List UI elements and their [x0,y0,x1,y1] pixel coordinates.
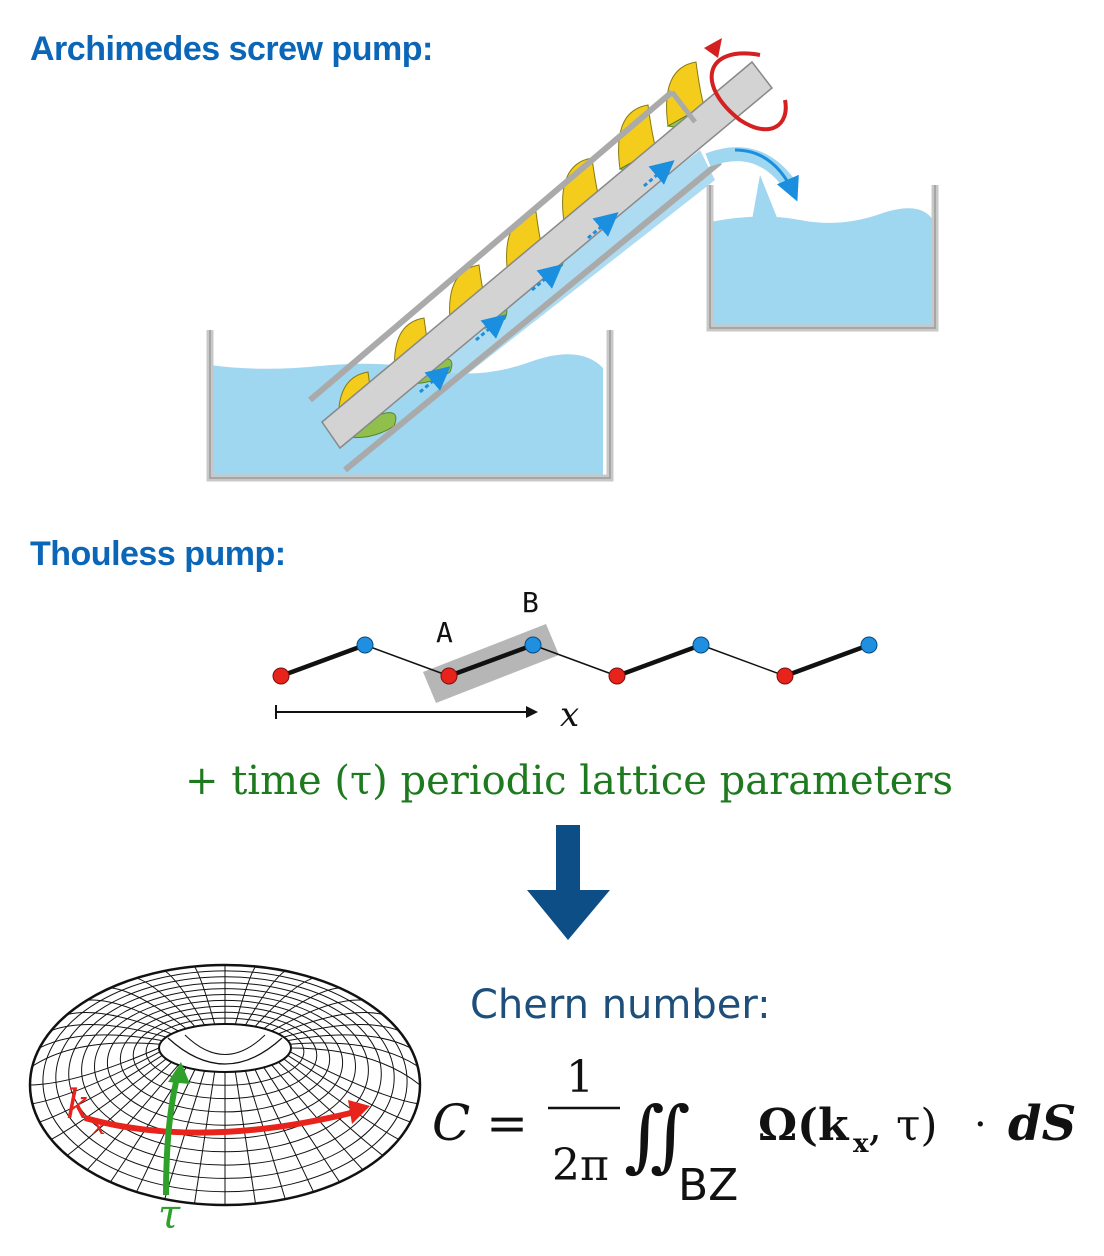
flow-arrow [643,160,675,188]
site-label-b: B [522,586,539,619]
down-arrow [527,825,610,940]
x-axis-arrowhead [526,706,538,718]
torus-meridian-line [39,1034,163,1049]
site-a [776,667,794,685]
torus-meridian-line [263,987,340,1029]
tube-wall-bottom [343,159,722,473]
lattice-bonds [280,642,870,679]
torus-meridian-line [254,977,314,1027]
flow-arrow [475,314,507,342]
upper-tank-water [710,208,933,325]
flow-arrow [419,366,451,394]
upper-tank [706,185,939,332]
kx-arrow [84,1109,356,1136]
site-a [440,667,458,685]
rotation-arrow [709,51,788,132]
inter-cell-bond [364,644,450,677]
dot-operator: · [974,1102,987,1148]
formula-denominator: 2π [552,1140,609,1191]
periodic-parameters-note: + time (τ) periodic lattice parameters [185,758,954,804]
site-label-a: A [436,616,453,649]
site-a [608,667,626,685]
integral-domain: BZ [678,1160,738,1211]
intra-cell-bond [616,642,702,679]
torus-mesh [30,965,420,1205]
tau-arrowhead [168,1062,190,1084]
torus-meridian-line [283,1024,399,1038]
surface-element: dS [1008,1096,1076,1152]
intra-cell-bond [280,642,366,679]
site-a [272,667,290,685]
torus-meridian-line [271,999,363,1032]
formula-numerator: 1 [566,1052,594,1103]
chern-number-label: Chern number: [470,982,771,1028]
torus-meridian-line [136,1069,196,1193]
lattice-sites [272,636,878,685]
chern-formula: C = 1 2π ∬ BZ Ω(k x , τ) · dS [432,1052,1076,1211]
tau-arrow [163,1073,181,1196]
tau-label: τ [158,1192,181,1238]
kx-subscript: x [92,1112,106,1140]
torus-meridian-line [51,1024,167,1038]
rotation-arrowhead [704,38,722,58]
torus-meridian-line [278,1012,383,1035]
torus-meridian-line [254,1069,314,1193]
flow-arrow [587,212,619,240]
torus-meridian-line [87,999,179,1032]
torus-meridian-line [263,1067,341,1183]
inter-cell-bond [700,644,786,677]
torus-meridian-line [136,977,196,1027]
torus-meridian-line [290,1042,418,1067]
torus-meridian-line [51,1058,167,1140]
torus: k x τ [28,963,422,1238]
inter-cell-bond [532,644,618,677]
torus-meridian-line [287,1054,411,1123]
torus-meridian-line [194,966,216,1025]
torus-meridian-line [67,1012,172,1035]
torus-meridian-line [164,970,206,1026]
intra-cell-bond [448,642,534,679]
flow-arrows [419,160,675,394]
torus-meridian-line [32,1042,160,1067]
torus-meridian-line [244,970,286,1026]
torus-meridian-line [194,1071,216,1204]
site-b [524,636,542,654]
torus-meridian-line [39,1054,163,1123]
site-b [692,636,710,654]
integrand-rest: , τ) [868,1100,937,1151]
x-axis-label: x [560,695,579,735]
thouless-heading: Thouless pump: [30,535,286,573]
site-b [356,636,374,654]
torus-meridian-line [234,1071,256,1204]
kx-arrowhead [348,1100,370,1124]
lattice-chain: A B x [272,586,878,735]
torus-meridian-line [271,1064,364,1171]
double-integral: ∬ [624,1091,690,1181]
torus-meridian-line [290,1047,420,1086]
archimedes-heading: Archimedes screw pump: [30,30,433,68]
flow-arrow [531,264,563,292]
torus-meridian-line [32,1051,161,1105]
torus-meridian-line [30,1047,160,1086]
torus-hole [158,1023,292,1073]
intra-cell-bond [784,642,870,679]
site-b [860,636,878,654]
torus-meridian-line [66,1061,172,1156]
integrand: Ω(k [758,1100,850,1151]
screw-shaft [320,60,774,450]
torus-meridian-line [110,987,187,1029]
torus-meridian-line [234,966,256,1025]
kx-label: k [66,1082,90,1128]
archimedes-illustration [206,38,939,482]
torus-meridian-line [287,1034,411,1049]
formula-lhs: C = [432,1094,528,1152]
torus-meridian-line [244,1070,286,1200]
integrand-subscript: x [853,1129,869,1159]
outflow-arrow [734,148,799,202]
torus-meridian-line [289,1051,418,1105]
tube-wall-top [308,89,674,403]
